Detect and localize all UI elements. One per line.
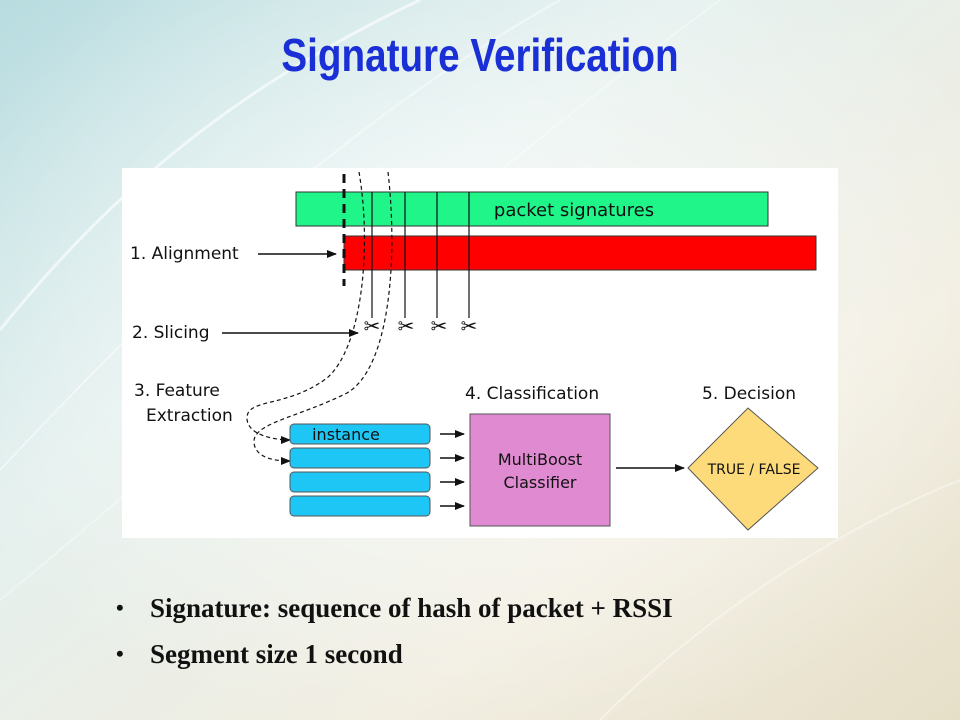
packet-signatures-bar bbox=[295, 191, 769, 227]
instance-box bbox=[289, 447, 431, 469]
step-classification-label: 4. Classification bbox=[465, 384, 599, 404]
slice-lines bbox=[371, 192, 470, 318]
classifier-label-2: Classifier bbox=[503, 473, 576, 492]
bullet-item: • Segment size 1 second bbox=[116, 634, 673, 680]
step-alignment-label: 1. Alignment bbox=[130, 244, 239, 264]
aligned-signatures-bar bbox=[343, 235, 817, 271]
instance-label: instance bbox=[312, 425, 380, 444]
packet-signatures-label: packet signatures bbox=[494, 200, 654, 221]
verification-diagram: packet signatures ✂ ✂ ✂ ✂ 1. Alignment 2… bbox=[122, 168, 838, 538]
bullet-dot-icon: • bbox=[116, 595, 124, 620]
slide-title: Signature Verification bbox=[281, 29, 679, 81]
scissors-icon: ✂ ✂ ✂ ✂ bbox=[364, 314, 478, 338]
step-decision-label: 5. Decision bbox=[702, 384, 796, 404]
bullet-dot-icon: • bbox=[116, 641, 124, 666]
bullet-list: • Signature: sequence of hash of packet … bbox=[116, 588, 673, 680]
bullet-item: • Signature: sequence of hash of packet … bbox=[116, 588, 673, 634]
bullet-text: Segment size 1 second bbox=[150, 639, 403, 669]
feature-extraction-curve-2 bbox=[253, 171, 393, 465]
instance-box bbox=[289, 495, 431, 517]
svg-text:✂: ✂ bbox=[431, 314, 448, 338]
svg-text:✂: ✂ bbox=[461, 314, 478, 338]
instance-stack bbox=[289, 423, 431, 517]
decision-label: TRUE / FALSE bbox=[707, 462, 801, 478]
step-feature-label-2: Extraction bbox=[146, 406, 233, 426]
bullet-text: Signature: sequence of hash of packet + … bbox=[150, 593, 673, 623]
feature-extraction-curve-1 bbox=[246, 171, 366, 444]
multiboost-classifier-box bbox=[469, 413, 611, 527]
svg-text:✂: ✂ bbox=[398, 314, 415, 338]
step-feature-label-1: 3. Feature bbox=[134, 381, 220, 401]
classifier-label-1: MultiBoost bbox=[498, 450, 582, 469]
instance-box bbox=[289, 471, 431, 493]
step-slicing-label: 2. Slicing bbox=[132, 323, 210, 343]
svg-text:✂: ✂ bbox=[364, 314, 381, 338]
decision-diamond bbox=[687, 407, 819, 531]
instance-box bbox=[289, 423, 431, 445]
